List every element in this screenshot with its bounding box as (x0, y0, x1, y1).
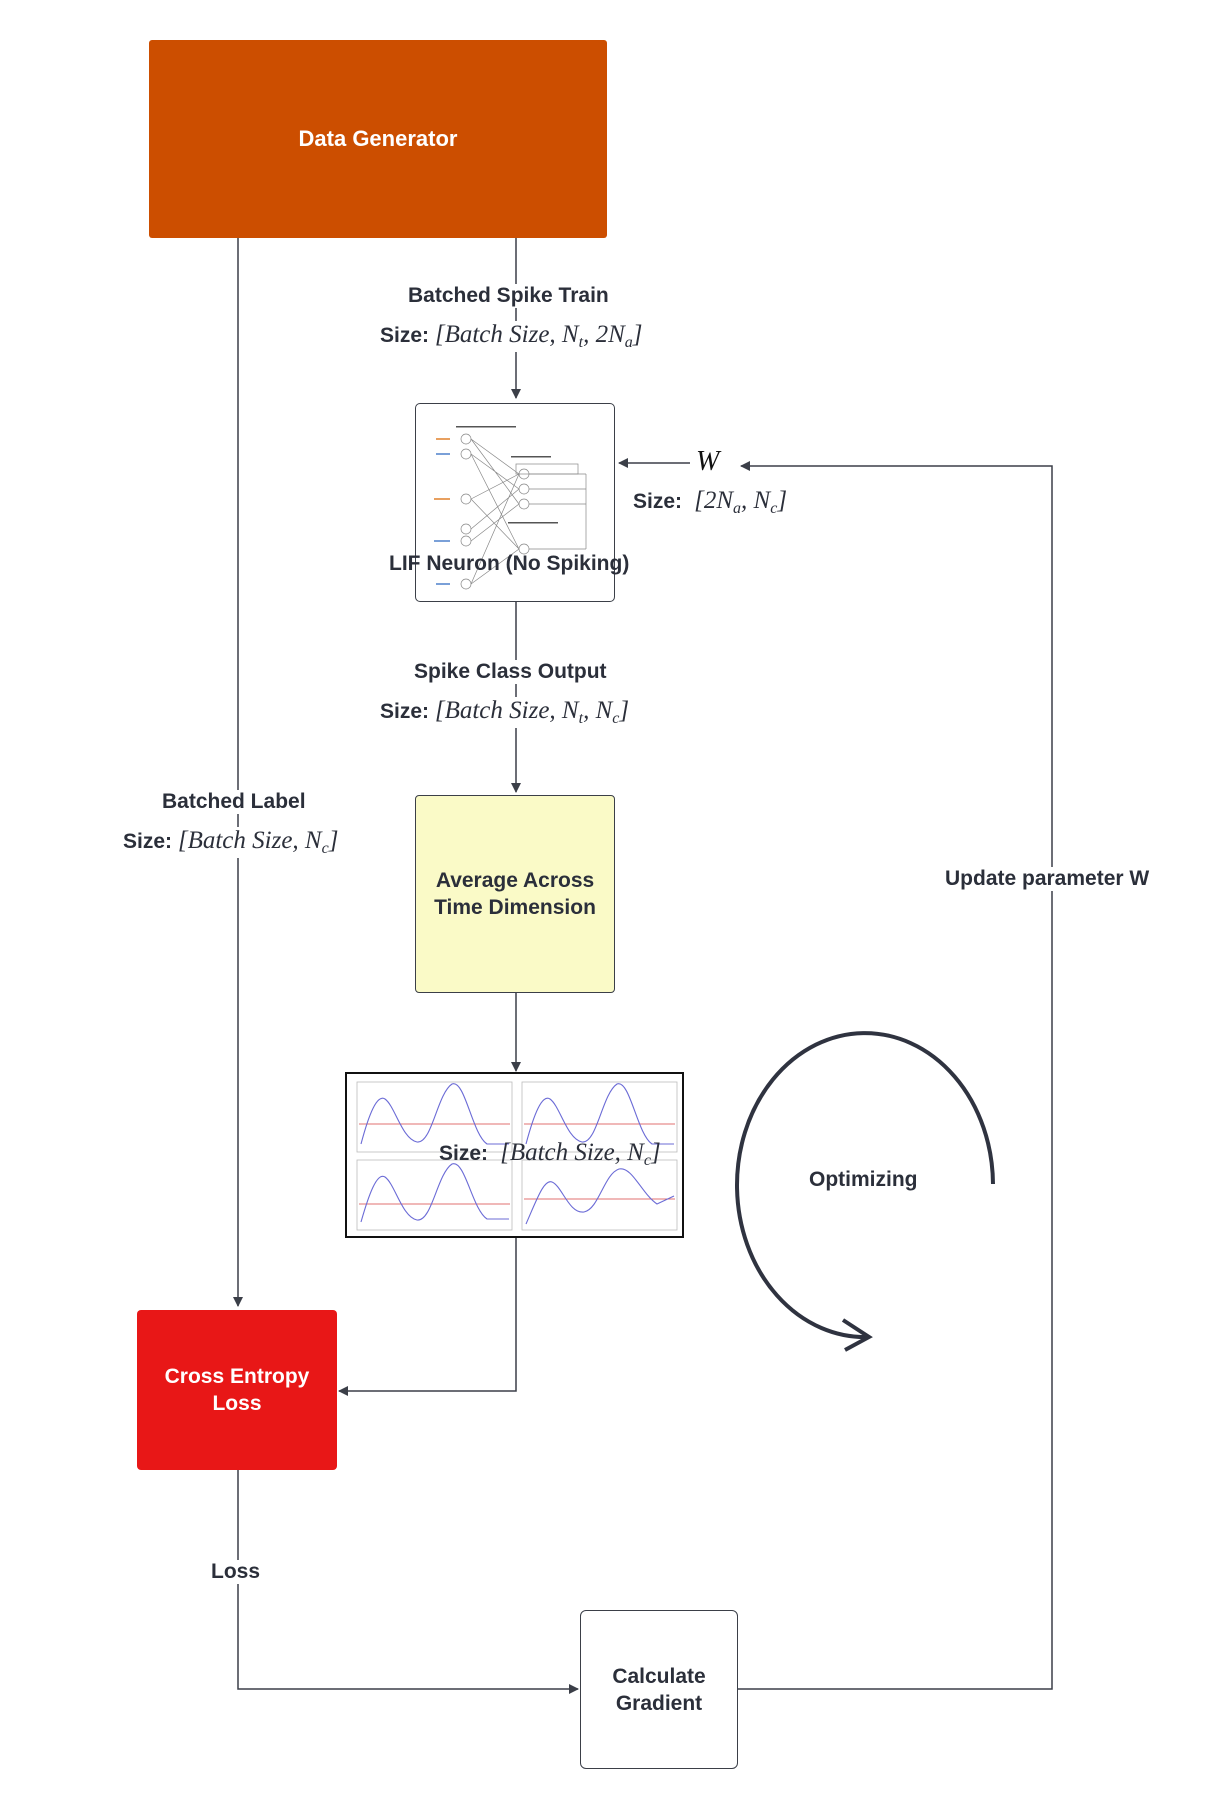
average-size-value: [Batch Size, Nc] (493, 1139, 661, 1169)
optimizing-arrow-icon (735, 1031, 995, 1352)
weight-size-value: [2Na, Nc] (687, 487, 788, 517)
weight-size: Size: [2Na, Nc] (633, 487, 788, 518)
edge-update (738, 461, 1053, 1690)
edge-loss (237, 1470, 579, 1694)
class-output-size: Size: [Batch Size, Nt, Nc] (380, 697, 630, 728)
class-output-title: Spike Class Output (414, 660, 607, 684)
batched-label-size-value: [Batch Size, Nc] (177, 827, 339, 857)
class-output-size-prefix: Size: (380, 700, 430, 723)
data-generator-label: Data Generator (298, 126, 458, 151)
calculate-gradient-node[interactable]: Calculate Gradient (580, 1610, 738, 1769)
spike-train-size-value: [Batch Size, Nt, 2Na] (434, 321, 643, 351)
weight-symbol: W (696, 446, 720, 477)
loss-label: Loss (211, 1560, 261, 1584)
averaged-output-plot[interactable] (345, 1072, 684, 1238)
spike-train-size-prefix: Size: (380, 324, 430, 347)
average-time-node[interactable]: Average Across Time Dimension (415, 795, 615, 993)
plot-grid-thumbnail (356, 1081, 678, 1231)
spike-train-size: Size: [Batch Size, Nt, 2Na] (380, 321, 643, 352)
optimizing-label: Optimizing (809, 1168, 918, 1191)
spike-train-title: Batched Spike Train (408, 284, 609, 308)
average-time-label: Average Across Time Dimension (434, 869, 596, 919)
average-size-prefix: Size: (439, 1142, 489, 1165)
batched-label-size-prefix: Size: (123, 830, 173, 853)
batched-label-title: Batched Label (162, 790, 306, 814)
cross-entropy-node[interactable]: Cross Entropy Loss (137, 1310, 337, 1470)
update-label: Update parameter W (945, 867, 1150, 891)
cross-entropy-label: Cross Entropy Loss (164, 1365, 310, 1415)
calculate-gradient-label: Calculate Gradient (612, 1664, 706, 1715)
lif-neuron-label: LIF Neuron (No Spiking) (389, 552, 630, 575)
class-output-size-value: [Batch Size, Nt, Nc] (434, 697, 630, 727)
data-generator-node[interactable]: Data Generator (149, 40, 607, 238)
lif-neuron-node[interactable] (415, 403, 615, 602)
edge-plot-to-loss (338, 1238, 517, 1396)
weight-size-prefix: Size: (633, 490, 683, 513)
average-size: Size: [Batch Size, Nc] (439, 1139, 661, 1170)
batched-label-size: Size: [Batch Size, Nc] (123, 827, 339, 858)
network-thumbnail (434, 426, 587, 590)
